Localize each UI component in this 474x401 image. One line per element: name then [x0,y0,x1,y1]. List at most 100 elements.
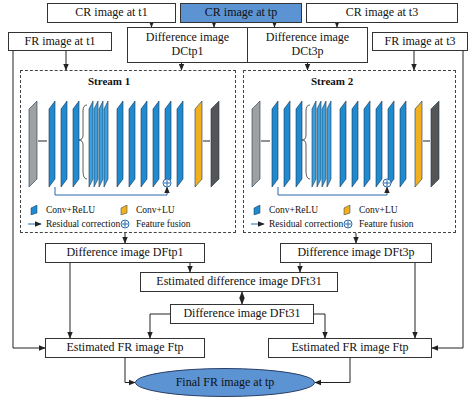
legend-text: Conv+ReLU [46,205,95,216]
legend-icon [117,219,133,229]
legend-plus [345,221,351,227]
difference-box: Difference image DCtp1 [127,27,248,63]
connector [66,51,67,70]
layer-slab [177,101,183,187]
layer-slab [129,101,135,187]
connector [13,51,45,348]
node-text: Final FR image at tp [172,376,279,390]
flow-line [423,141,430,142]
legend-icon [250,219,266,229]
connector [125,358,135,383]
node-text: Difference image DFtp1 [62,246,187,260]
layer-slab [400,101,406,187]
legend-item: Feature fusion [340,219,414,230]
node-text: FR image at t1 [21,35,100,49]
residual-line [278,187,387,195]
legend-icon [340,205,356,215]
legend-text: Feature fusion [136,219,191,230]
connector [415,263,416,338]
legend-item: Conv+LU [117,205,175,216]
difference-box: Difference image DFt31 [170,304,314,324]
legend-icon [250,205,266,215]
layer-slab [364,101,370,187]
difference-box: Difference image DCt3p [247,27,368,63]
layer-slab [73,101,79,187]
node-text: FR image at t3 [381,35,460,49]
node-text: CR image at t1 [71,6,151,20]
difference-box: Difference image DFt3p [280,243,432,263]
flow-line [261,141,270,142]
legend-icon [27,205,43,215]
connector [190,263,191,272]
node-text: Difference image DFt31 [179,307,304,321]
layer-slab [29,101,37,187]
network-stream: Stream 2 Conv+ReLU Conv+LU Residual correct… [243,70,456,233]
layer-slab [165,101,171,187]
legend-plus [122,221,128,227]
legend-text: Residual correction [46,219,120,230]
fusion-symbol [383,179,391,187]
layer-slab [94,101,98,187]
legend-item: Conv+LU [340,205,398,216]
input-box: CR image at tp [180,3,302,23]
output-ellipse: Final FR image at tp [135,368,315,397]
flow-line [38,141,47,142]
layer-slab [352,101,358,187]
fusion-plus [164,180,170,186]
stream-label: Stream 1 [85,75,133,88]
network-stream: Stream 1 Conv+ReLU Conv+LU Residual correct… [20,70,236,233]
group-bracket [302,105,310,179]
flow-line [203,141,210,142]
layer-slab [99,101,103,187]
ellipse-shape [136,369,315,397]
layer-slab [388,101,394,187]
legend-arrow [28,224,41,225]
legend-circle [344,220,352,228]
estimate-box: Estimated FR image Ftp [45,338,205,358]
legend-circle [121,220,129,228]
fusion-symbol [163,179,171,187]
connector [414,51,415,70]
difference-box: Difference image DFtp1 [45,243,205,263]
layer-slab [327,101,331,187]
legend-text: Residual correction [269,219,343,230]
node-text: Estimated FR image Ftp [63,341,188,355]
input-box: CR image at t1 [47,3,176,23]
connector [70,263,71,338]
group-bracket [79,105,87,179]
layer-slab [61,101,67,187]
layer-slab [117,101,123,187]
connector [125,233,126,243]
node-text: Estimated FR image Ftp [288,341,413,355]
legend-item: Conv+ReLU [250,205,318,216]
layer-slab [89,101,93,187]
stream-label: Stream 2 [308,75,356,88]
connector [242,292,243,304]
layer-slab [49,101,55,187]
legend-swatch [31,205,37,215]
layer-slab [296,101,302,187]
layer-slab [141,101,147,187]
input-box: FR image at t1 [8,32,112,51]
fusion-plus [384,180,390,186]
layer-slab [415,101,422,187]
legend-item: Residual correction [250,219,343,230]
legend-icon [27,219,43,229]
legend-swatch [344,205,350,215]
legend-text: Conv+LU [359,205,398,216]
layer-slab [272,101,278,187]
node-text: CR image at tp [201,6,281,20]
node-text: Difference image DFt3p [293,246,418,260]
layer-slab [317,101,321,187]
legend-item: Residual correction [27,219,120,230]
estimate-box: Estimated FR image Ftp [268,338,432,358]
legend-swatch [254,205,260,215]
layer-slab [211,101,219,187]
layer-slab [340,101,346,187]
layer-slab [312,101,316,187]
layer-slab [431,101,439,187]
legend-item: Feature fusion [117,219,191,230]
node-text: CR image at t3 [342,6,422,20]
input-box: CR image at t3 [306,3,458,23]
connector [314,314,325,338]
